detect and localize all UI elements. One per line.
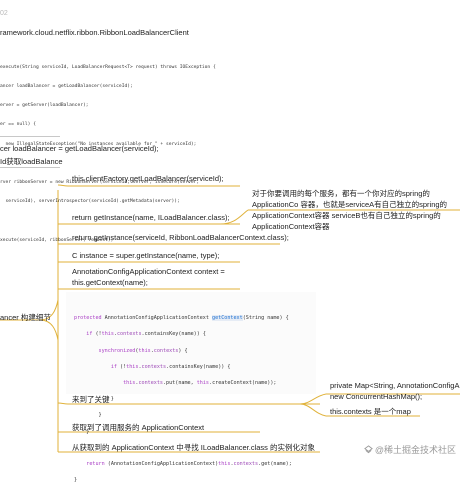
divider xyxy=(0,136,60,137)
node-ioc-get: 从获取到的 ApplicationContext 中寻找 ILoadBalanc… xyxy=(72,443,315,452)
code-line: xecute(serviceId, ribbonServer, request)… xyxy=(0,237,114,243)
code-line: execute(String serviceId, LoadBalancerRe… xyxy=(0,64,216,70)
node-get-instance: return getInstance(name, ILoadBalancer.c… xyxy=(72,213,230,222)
node-arrived-key: 来到了关键 xyxy=(72,395,110,404)
branch-factory xyxy=(57,184,240,187)
code-line: } xyxy=(74,412,102,419)
caption-by-serviceid: Id获取loadBalance xyxy=(0,157,63,166)
code-line: } xyxy=(74,428,90,435)
node-map-note: this.contexts 是一个map xyxy=(330,407,411,416)
node-get-instance-ctx: return getInstance(serviceId, RibbonLoad… xyxy=(72,233,289,242)
code-line: if (!this.contexts.containsKey(name)) { xyxy=(110,363,231,370)
code-line: er == null) { xyxy=(0,122,36,128)
node-got-ctx: 获取到了调用服务的 ApplicationContext xyxy=(72,423,205,432)
date-label: 02 xyxy=(0,10,8,17)
divider xyxy=(0,167,60,168)
code-line: this.contexts.put(name, this.createConte… xyxy=(123,379,277,386)
code-line: protected AnnotationConfigApplicationCon… xyxy=(74,315,289,322)
watermark: @稀土掘金技术社区 xyxy=(364,443,456,456)
connector-note xyxy=(219,209,249,225)
code-line: if (!this.contexts.containsKey(name)) { xyxy=(86,331,206,338)
code-line: return (AnnotationConfigApplicationConte… xyxy=(86,460,292,467)
code-line: } xyxy=(74,396,114,403)
code-line: rver ribbonServer = new RibbonServer(ser… xyxy=(0,180,200,186)
class-name-label: ramework.cloud.netflix.ribbon.RibbonLoad… xyxy=(0,28,189,37)
mindmap-branches xyxy=(0,184,460,453)
branch-arrived xyxy=(57,402,320,405)
root-label: ancer 构建细节 xyxy=(0,313,51,322)
execute-code-snippet: execute(String serviceId, LoadBalancerRe… xyxy=(0,52,216,251)
code-line: synchronized(this.contexts) { xyxy=(98,347,188,354)
caption-getloadbalancer: cer loadBalancer = getLoadBalancer(servi… xyxy=(0,144,159,153)
code-line: serviceId), serverIntrospector(serviceId… xyxy=(0,199,180,205)
node-map-decl: private Map<String, AnnotationConfigA ne… xyxy=(330,381,460,401)
code-line: } xyxy=(74,477,78,484)
node-super-call: C instance = super.getInstance(name, typ… xyxy=(72,251,220,260)
code-line: ancer loadBalancer = getLoadBalancer(ser… xyxy=(0,84,133,90)
juejin-logo-icon xyxy=(364,445,373,454)
node-factory-call: this.clientFactory.getLoadBalancer(servi… xyxy=(72,174,224,183)
code-line: new IllegalStateException("No instances … xyxy=(0,141,197,147)
code-line: erver = getServer(loadBalancer); xyxy=(0,103,89,109)
node-annotation-ctx: AnnotationConfigApplicationContext conte… xyxy=(72,267,225,287)
node-context-note: 对于你要调用的每个服务，都有一个你对应的spring的ApplicationCo… xyxy=(252,189,448,231)
watermark-text: @稀土掘金技术社区 xyxy=(374,445,456,455)
get-context-code: protected AnnotationConfigApplicationCon… xyxy=(66,292,316,483)
